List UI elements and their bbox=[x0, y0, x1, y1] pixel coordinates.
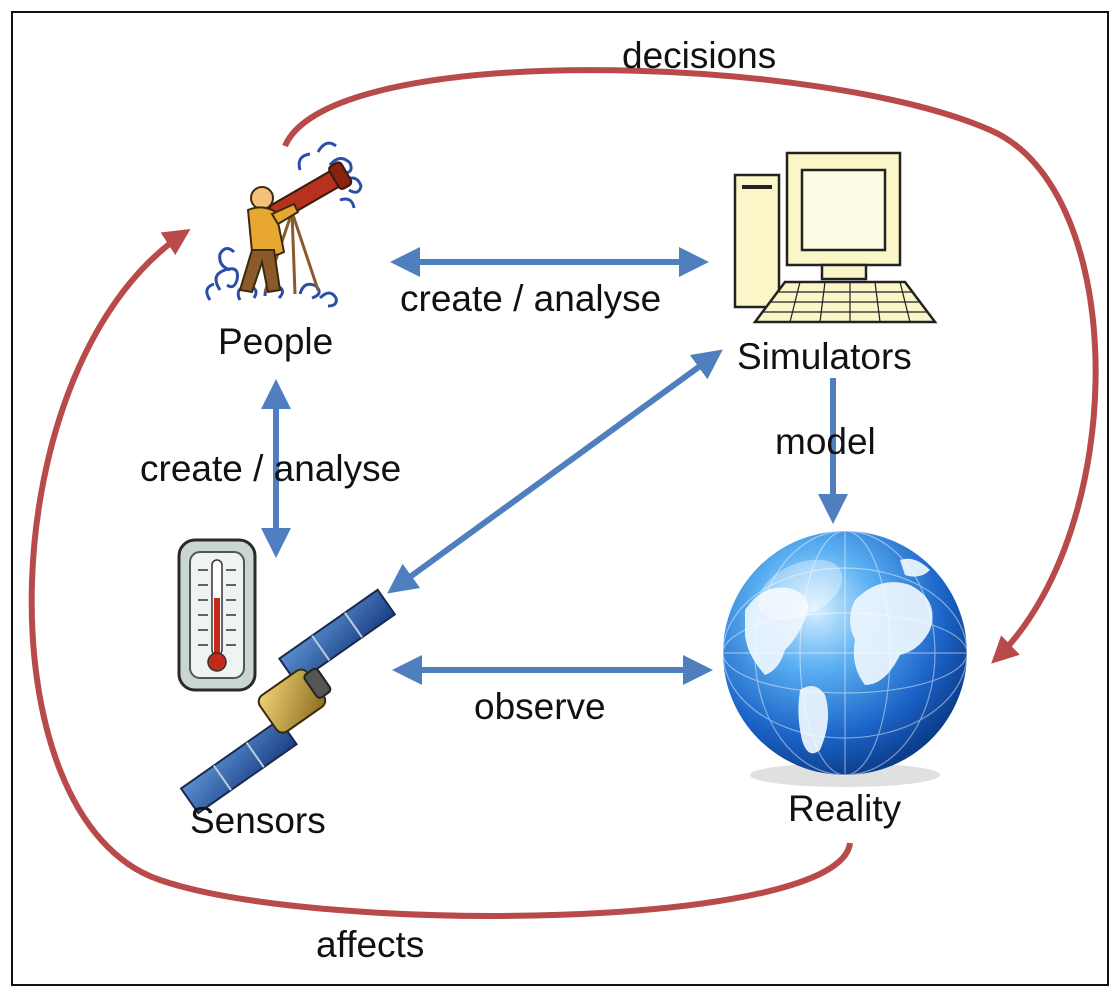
sensors-simulators-arrow bbox=[387, 349, 723, 594]
decisions-arrow bbox=[282, 67, 1099, 664]
edge-label-affects: affects bbox=[316, 924, 425, 965]
edge-label-decisions: decisions bbox=[622, 35, 777, 76]
thermometer-icon bbox=[177, 538, 257, 692]
edge-label-people-simulators: create / analyse bbox=[400, 278, 662, 319]
globe-icon bbox=[722, 530, 968, 787]
edge-label-model: model bbox=[775, 421, 876, 462]
affects-arrow bbox=[28, 229, 853, 919]
astronomer-telescope-icon bbox=[205, 141, 363, 308]
edge-label-people-sensors: create / analyse bbox=[140, 448, 402, 489]
node-label-simulators: Simulators bbox=[737, 336, 912, 377]
desktop-computer-icon bbox=[733, 151, 938, 324]
node-label-sensors: Sensors bbox=[190, 800, 326, 841]
edge-label-observe: observe bbox=[474, 686, 606, 727]
node-label-people: People bbox=[218, 321, 334, 362]
node-label-reality: Reality bbox=[788, 788, 902, 829]
satellite-icon bbox=[179, 588, 397, 815]
